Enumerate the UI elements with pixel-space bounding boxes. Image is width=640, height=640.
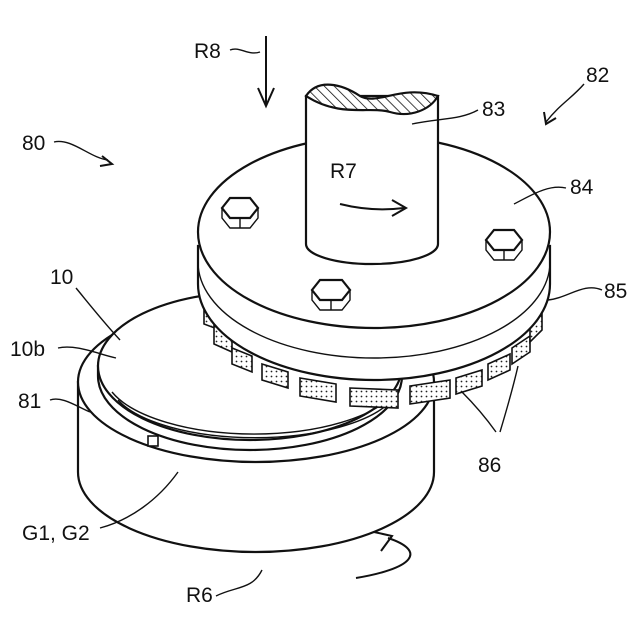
label-r8: R8: [194, 40, 221, 63]
label-81: 81: [18, 390, 41, 413]
label-10: 10: [50, 266, 73, 289]
leader-80-arrow: [100, 156, 112, 166]
rotation-arrow-r6-head: [374, 532, 392, 551]
label-84: 84: [570, 176, 594, 199]
segment: [456, 370, 482, 394]
rotation-arrow-r6: [356, 538, 410, 578]
leader-80: [54, 141, 108, 160]
label-r6: R6: [186, 584, 213, 607]
leader-86-b: [500, 366, 518, 432]
segment: [350, 388, 398, 408]
label-g1-g2: G1, G2: [22, 522, 90, 545]
leader-10: [76, 288, 120, 340]
leader-86-a: [462, 392, 496, 432]
leader-r6: [216, 570, 262, 596]
feed-arrow-r8: [258, 36, 274, 106]
label-10b: 10b: [10, 338, 45, 361]
leader-85: [548, 288, 602, 300]
leader-82: [546, 84, 584, 122]
label-85: 85: [604, 280, 627, 303]
leader-r8: [230, 49, 260, 53]
label-86: 86: [478, 454, 501, 477]
label-83: 83: [482, 98, 505, 121]
spindle-83: [306, 96, 438, 264]
label-80: 80: [22, 132, 45, 155]
segment: [488, 354, 510, 380]
label-r7: R7: [330, 160, 357, 183]
wafer-notch: [148, 436, 158, 446]
grinding-head-82: [198, 85, 550, 408]
label-82: 82: [586, 64, 609, 87]
